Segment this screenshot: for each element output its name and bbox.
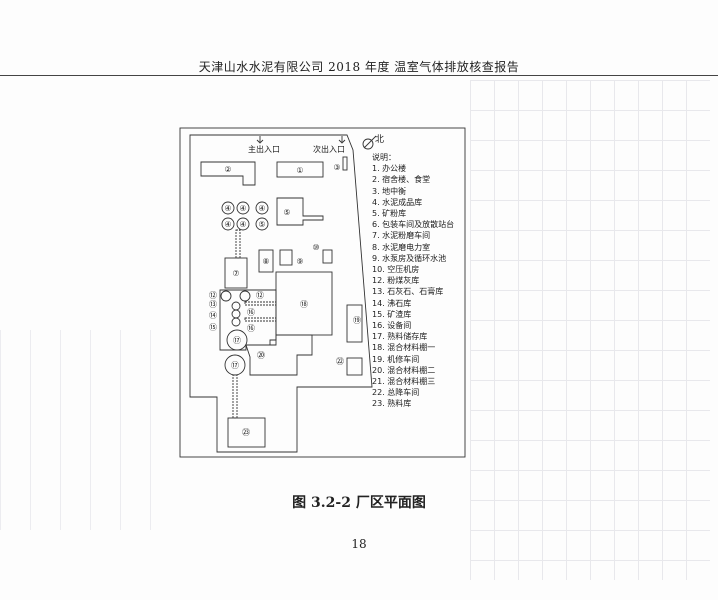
page-header: 天津山水水泥有限公司 2018 年度 温室气体排放核查报告 [198,60,520,74]
marker-2: ② [224,165,231,174]
building-19 [346,304,363,343]
figure-legend: 说明： 1. 办公楼 2. 宿舍楼、食堂 3. 地中衡 4. 水泥成品库 5. … [372,152,454,410]
legend-item: 18. 混合材料棚一 [372,343,436,353]
marker-8: ⑧ [262,257,269,266]
legend-item: 6. 包装车间及放散站台 [372,220,455,230]
marker-18: ⑱ [300,300,308,309]
conveyor [235,229,241,259]
north-arrow-needle [363,135,377,149]
marker-17: ⑰ [233,336,241,345]
header-rule [0,75,718,76]
marker-4: ④ [239,204,246,213]
legend-item: 10. 空压机房 [372,265,420,275]
building-22 [346,357,363,376]
bleed-through-table [470,80,710,580]
building-23 [227,417,266,448]
legend-item: 7. 水泥粉磨车间 [372,231,431,241]
legend-item: 12. 粉煤灰库 [372,276,420,286]
marker-10: ⑩ [312,243,319,252]
marker-12: ⑫ [209,291,217,300]
figure-caption: 图 3.2-2 厂区平面图 [292,495,426,511]
building-9-small [279,249,293,266]
marker-15: ⑮ [209,323,217,332]
legend-item: 23. 熟料库 [372,399,412,409]
clinker-silo-1 [226,329,248,351]
marker-9: ⑨ [296,257,303,266]
marker-4: ④ [239,220,246,229]
building-3 [342,156,348,171]
arrow-down-icon [338,136,346,144]
marker-13: ⑬ [209,300,217,309]
building-7 [224,257,248,289]
marker-4: ④ [258,204,265,213]
building-2 [200,161,256,186]
legend-item: 9. 水泵房及循环水池 [372,253,447,263]
north-label: 北 [375,134,384,145]
marker-23: ㉓ [242,428,250,437]
bleed-through-table-left [0,330,180,530]
legend-item: 19. 机修车间 [372,354,420,364]
marker-17: ⑰ [231,361,239,370]
marker-14: ⑭ [209,311,217,320]
conveyor [232,374,238,419]
legend-title: 说明： [372,153,396,162]
marker-1: ① [296,166,303,175]
marker-4: ④ [224,220,231,229]
building-1 [276,161,324,178]
marker-7: ⑦ [232,269,239,278]
building-8 [258,249,274,273]
building-5 [276,197,324,226]
legend-item: 17. 熟料储存库 [372,332,428,342]
legend-item: 22. 总降车间 [372,388,420,398]
building-markers: ② ① ③ ④ ④ ④ ④ ④ ⑤ ⑤ ⑦ ⑧ ⑨ ⑩ ⑱ ⑲ ㉒ ⑫ ⑫ ⑬ … [209,163,361,437]
page-number: 18 [351,537,367,551]
figure-frame [179,127,466,458]
north-arrow-icon [362,138,374,150]
secondary-entrance-label: 次出入口 [313,144,345,154]
legend-item: 4. 水泥成品库 [372,197,423,207]
legend-item: 1. 办公楼 [372,164,407,174]
marker-16: ⑯ [247,324,255,333]
legend-item: 3. 地中衡 [372,186,407,196]
building-10 [322,249,333,264]
raw-material-silos [220,290,251,327]
legend-item: 2. 宿舍楼、食堂 [372,175,431,185]
marker-5: ⑤ [258,220,265,229]
legend-item: 13. 石灰石、石膏库 [372,287,444,297]
conveyor [244,301,277,306]
marker-19: ⑲ [353,316,361,325]
marker-22: ㉒ [336,357,344,366]
legend-item: 16. 设备间 [372,321,412,331]
building-16 [219,289,277,351]
marker-5: ⑤ [283,208,290,217]
marker-4: ④ [224,204,231,213]
main-entrance-label: 主出入口 [248,144,280,154]
marker-3: ③ [333,163,340,172]
marker-16: ⑯ [247,308,255,317]
building-20 [245,334,313,376]
site-boundary [189,134,373,453]
arrow-down-icon [256,136,264,144]
legend-item: 5. 矿粉库 [372,209,407,219]
legend-item: 21. 混合材料棚三 [372,377,436,387]
conveyor [244,317,277,322]
legend-item: 8. 水泥磨电力室 [372,242,431,252]
legend-item: 15. 矿渣库 [372,309,412,319]
legend-item: 14. 沸石库 [372,298,412,308]
legend-item: 20. 混合材料棚二 [372,365,436,375]
marker-12: ⑫ [256,291,264,300]
cement-silos [221,201,269,231]
marker-20: ⑳ [257,351,265,360]
